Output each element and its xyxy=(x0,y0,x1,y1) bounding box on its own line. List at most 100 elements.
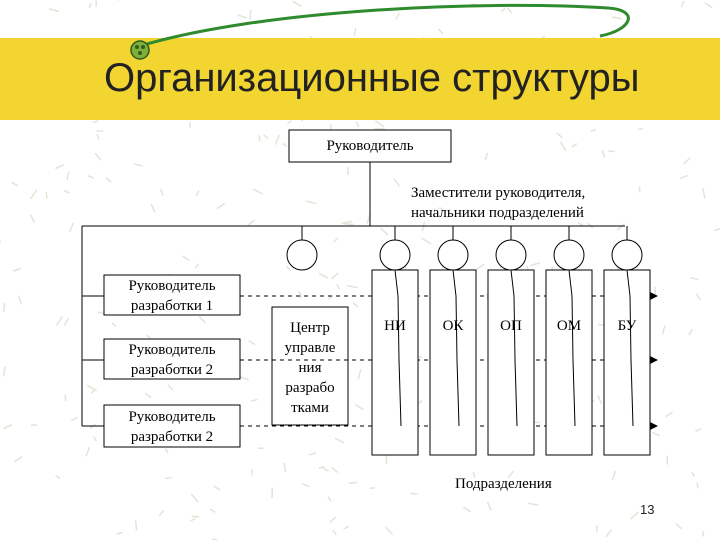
pattern-stroke xyxy=(287,119,293,125)
center-head-circle xyxy=(286,239,318,271)
pattern-stroke xyxy=(690,277,699,281)
pattern-stroke xyxy=(13,455,23,463)
pattern-stroke xyxy=(194,263,200,269)
pattern-stroke xyxy=(274,134,281,145)
pattern-stroke xyxy=(55,316,63,327)
pattern-stroke xyxy=(216,202,226,210)
project-manager-label-line: Руководитель xyxy=(128,278,216,294)
pattern-stroke xyxy=(675,523,683,530)
pattern-stroke xyxy=(308,452,317,456)
pattern-stroke xyxy=(49,8,60,13)
top-manager-box xyxy=(288,129,452,163)
unit-column-box xyxy=(429,269,477,456)
pattern-stroke xyxy=(348,481,357,485)
unit-label: НИ xyxy=(384,318,406,334)
pattern-stroke xyxy=(111,322,117,327)
pattern-stroke xyxy=(507,470,515,479)
center-label-line: разрабо xyxy=(285,380,335,396)
unit-column-box xyxy=(487,269,535,456)
pattern-stroke xyxy=(607,150,615,153)
unit-head-circle xyxy=(553,239,585,271)
pattern-stroke xyxy=(263,134,269,140)
pattern-stroke xyxy=(484,152,489,160)
pattern-stroke xyxy=(528,502,539,506)
project-manager-label-line: Руководитель xyxy=(128,409,216,425)
pattern-stroke xyxy=(344,223,354,226)
pattern-stroke xyxy=(611,470,617,481)
pattern-stroke xyxy=(357,369,362,380)
pattern-stroke xyxy=(318,272,329,279)
pattern-stroke xyxy=(250,398,258,402)
unit-link-line xyxy=(626,269,631,297)
unit-head-circle xyxy=(437,239,469,271)
pattern-stroke xyxy=(661,325,666,335)
pattern-stroke xyxy=(330,272,339,280)
project-manager-label-line: разработки 2 xyxy=(130,429,214,445)
pattern-stroke xyxy=(318,465,325,470)
unit-link-line xyxy=(629,295,632,361)
unit-head-circle xyxy=(611,239,643,271)
pattern-stroke xyxy=(688,328,694,336)
pattern-stroke xyxy=(421,237,432,245)
pattern-stroke xyxy=(379,227,389,236)
pattern-stroke xyxy=(105,177,112,183)
pattern-stroke xyxy=(144,392,152,399)
pattern-stroke xyxy=(341,220,353,225)
pattern-stroke xyxy=(597,395,603,404)
pattern-stroke xyxy=(556,132,564,139)
pattern-stroke xyxy=(63,317,69,326)
pattern-stroke xyxy=(68,222,75,233)
pattern-stroke xyxy=(696,482,699,489)
unit-label: ОК xyxy=(442,318,464,334)
pattern-stroke xyxy=(93,436,97,442)
project-manager-label-line: разработки 1 xyxy=(130,298,214,314)
pattern-stroke xyxy=(248,339,256,346)
pattern-stroke xyxy=(29,214,35,223)
pattern-stroke xyxy=(476,263,485,270)
pattern-stroke xyxy=(165,476,172,480)
arrowhead xyxy=(650,422,658,430)
pattern-stroke xyxy=(713,227,720,232)
pattern-stroke xyxy=(331,466,339,474)
unit-link-line xyxy=(572,359,576,427)
unit-link-line xyxy=(394,269,399,297)
project-manager-label-1: Руководитель разработки 1 xyxy=(104,276,240,316)
slide-title: Организационные структуры xyxy=(104,56,640,100)
pattern-stroke xyxy=(85,446,91,457)
pattern-stroke xyxy=(116,531,123,536)
pattern-stroke xyxy=(190,493,199,503)
pattern-stroke xyxy=(88,3,92,9)
pattern-stroke xyxy=(395,12,400,20)
pattern-stroke xyxy=(94,152,102,161)
pattern-stroke xyxy=(247,219,255,226)
pattern-stroke xyxy=(691,471,695,477)
pattern-stroke xyxy=(96,129,104,132)
unit-link-line xyxy=(571,295,574,361)
pattern-stroke xyxy=(665,411,673,418)
pattern-stroke xyxy=(682,157,691,165)
unit-link-line xyxy=(568,269,573,297)
pattern-stroke xyxy=(680,174,689,180)
pattern-stroke xyxy=(150,203,156,213)
pattern-stroke xyxy=(63,189,70,194)
pattern-stroke xyxy=(352,302,359,308)
pattern-stroke xyxy=(695,293,701,301)
unit-head-circle xyxy=(379,239,411,271)
pattern-stroke xyxy=(421,221,426,232)
unit-link-line xyxy=(630,359,634,427)
deputies-label-line1: Заместители руководителя, xyxy=(411,185,586,201)
pattern-stroke xyxy=(605,529,613,538)
pattern-stroke xyxy=(695,427,702,432)
development-center-label: Центр управле ния разрабо тками xyxy=(272,318,348,418)
pattern-stroke xyxy=(301,483,310,488)
pattern-stroke xyxy=(334,437,345,444)
pattern-stroke xyxy=(87,175,95,179)
project-manager-label-line: Руководитель xyxy=(128,342,216,358)
pattern-stroke xyxy=(529,262,541,267)
pattern-stroke xyxy=(3,423,13,430)
arrowhead xyxy=(650,292,658,300)
pattern-stroke xyxy=(462,506,472,513)
pattern-stroke xyxy=(680,0,685,8)
pattern-stroke xyxy=(601,149,606,159)
pattern-stroke xyxy=(237,14,248,20)
